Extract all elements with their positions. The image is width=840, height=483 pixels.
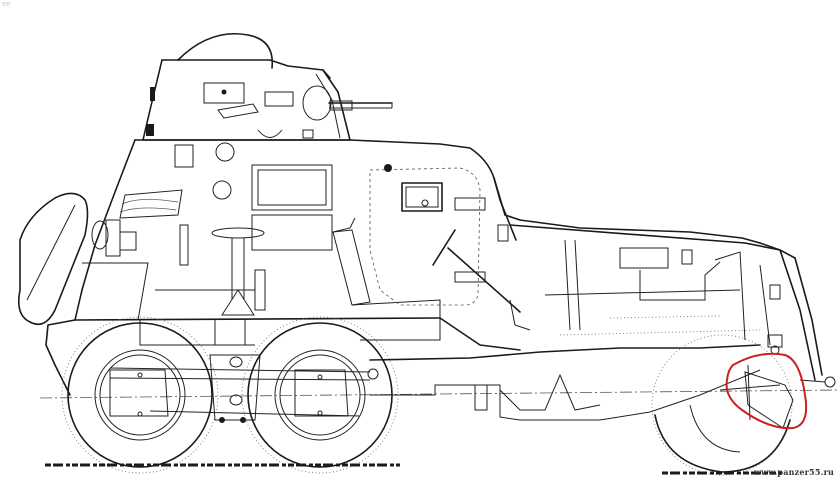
radio-set xyxy=(251,164,333,211)
turret-dome xyxy=(177,33,274,69)
hull xyxy=(17,139,761,396)
rear-wheel-1 xyxy=(61,316,219,474)
corner-mark: ее xyxy=(2,0,11,8)
front-wheel xyxy=(651,334,793,476)
spare-tank xyxy=(17,192,89,326)
engine-bay xyxy=(509,224,823,381)
highlight-circle xyxy=(725,352,808,430)
side-door xyxy=(369,167,481,306)
chassis xyxy=(39,317,840,423)
turret xyxy=(142,33,393,141)
rear-wheel-2 xyxy=(241,316,399,474)
watermark: www.panzer55.ru xyxy=(753,467,834,477)
front-mudguard xyxy=(719,364,836,429)
commander-seat xyxy=(211,227,265,239)
steering-wheel xyxy=(432,229,456,266)
tow-hook xyxy=(824,376,836,388)
vision-block xyxy=(401,182,443,212)
